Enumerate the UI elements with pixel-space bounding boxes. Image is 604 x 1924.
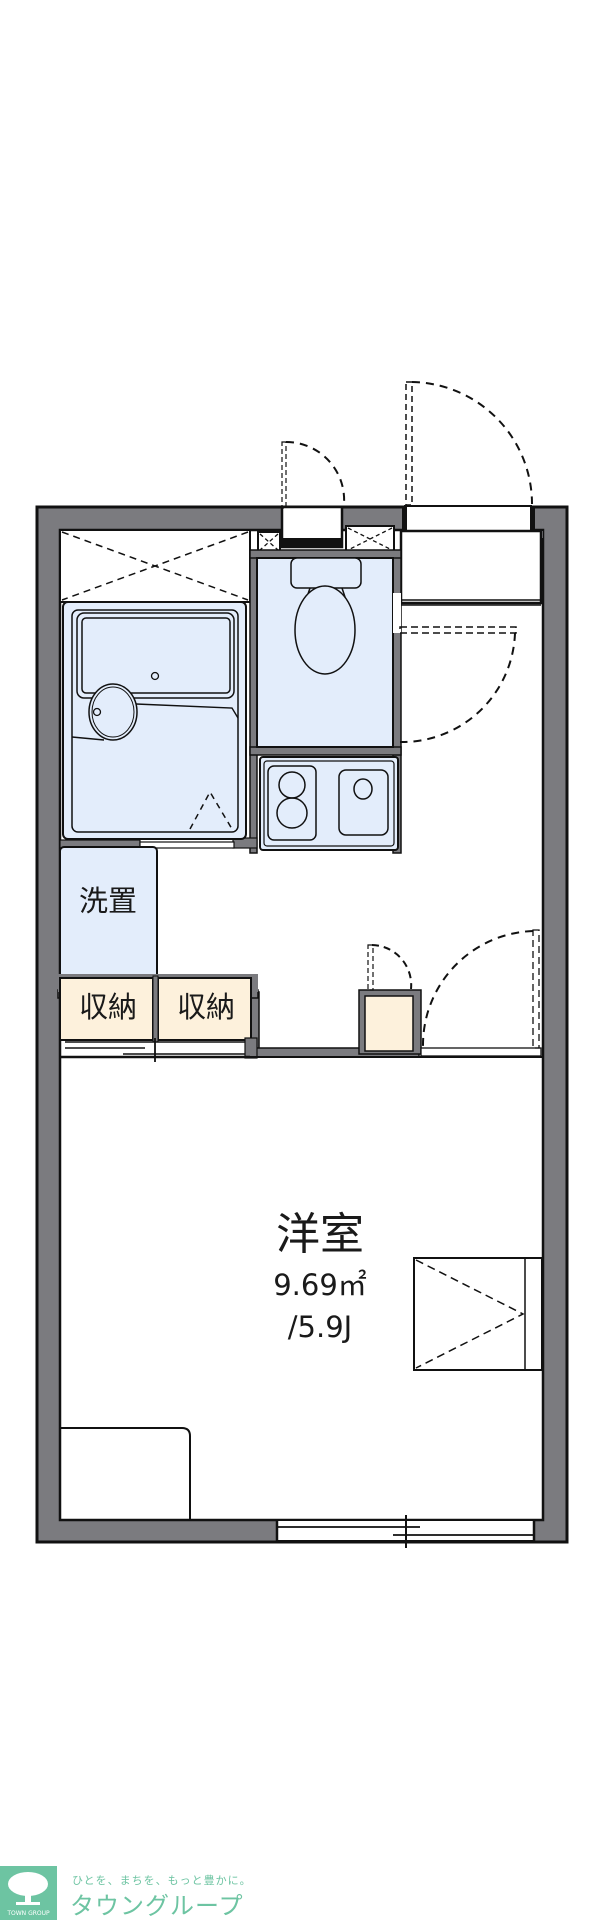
shoe-cabinet [358,944,422,1055]
room-jo-size: /5.9J [287,1310,353,1344]
town-group-logo: TOWN GROUP ひとを、まちを、もっと豊かに。 タウングループ [0,1866,260,1920]
storage-closets [58,974,258,1062]
logo-name: タウングループ [70,1892,244,1920]
wardrobe [413,1257,543,1371]
tree-icon [8,1872,48,1905]
bath-door [139,841,235,849]
washer-space [59,846,158,990]
unit-bath [62,601,247,840]
room-name-western: 洋室 [276,1209,364,1260]
washer-label: 洗置 [78,884,137,918]
toilet-door [393,593,517,744]
upper-shelf [59,529,251,603]
kitchen-counter [259,756,399,851]
balcony-window [275,1515,536,1548]
storage-label-2: 収納 [176,990,235,1024]
storage-label-1: 収納 [78,990,137,1024]
toilet [256,557,394,748]
tree-logo-icon: TOWN GROUP [0,1866,57,1920]
toilet-window [257,440,395,553]
room-area: 9.69㎡ [273,1268,367,1302]
entrance-door [399,381,543,606]
logo-tagline: ひとを、まちを、もっと豊かに。 [72,1874,252,1887]
logo-badge-text: TOWN GROUP [7,1910,50,1917]
furniture-outline [61,1427,191,1520]
